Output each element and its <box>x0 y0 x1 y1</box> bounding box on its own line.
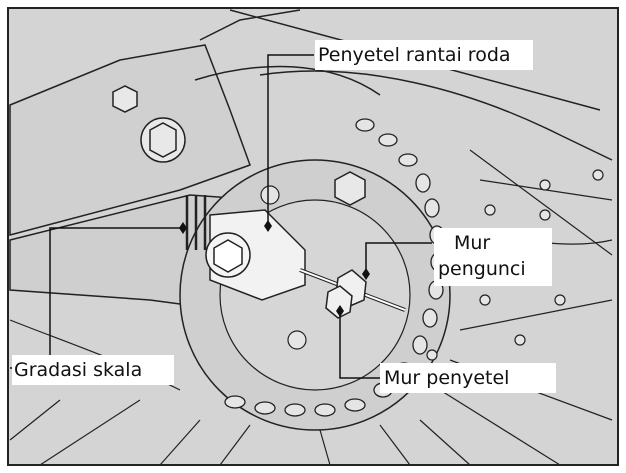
label-lock-nut-line2: pengunci <box>438 260 526 279</box>
label-lock-nut-line1: Mur <box>454 234 490 253</box>
label-adjusting-nut: Mur penyetel <box>384 369 509 388</box>
label-chain-adjuster: Penyetel rantai roda <box>318 46 511 65</box>
label-scale-gradation: Gradasi skala <box>14 361 142 380</box>
